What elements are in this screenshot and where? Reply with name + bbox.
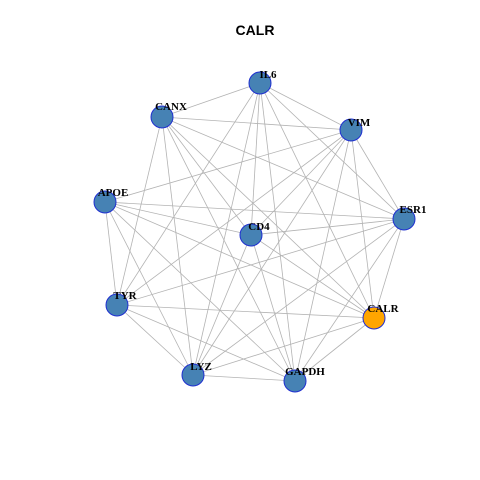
- edge-tyr-lyz: [116, 304, 194, 376]
- edges-layer: [104, 82, 405, 382]
- node-label: VIM: [348, 117, 371, 129]
- edge-il6-esr1: [259, 82, 405, 220]
- node-esr1: ESR1: [392, 204, 427, 231]
- edge-apoe-calr: [104, 201, 375, 319]
- edge-apoe-lyz: [104, 201, 194, 376]
- edge-canx-tyr: [116, 116, 163, 306]
- node-circle: [181, 363, 205, 387]
- node-canx: CANX: [150, 101, 187, 129]
- edge-cd4-gapdh: [250, 234, 296, 382]
- edge-vim-apoe: [104, 129, 352, 203]
- node-circle: [392, 207, 416, 231]
- edge-canx-esr1: [161, 116, 405, 220]
- edge-calr-gapdh: [294, 317, 375, 382]
- edge-vim-calr: [350, 129, 375, 319]
- edge-il6-lyz: [192, 82, 261, 376]
- node-lyz: LYZ: [181, 361, 212, 387]
- edge-apoe-gapdh: [104, 201, 296, 382]
- node-circle: [283, 369, 307, 393]
- edge-calr-lyz: [192, 317, 375, 376]
- edge-canx-gapdh: [161, 116, 296, 382]
- edge-esr1-cd4: [250, 218, 405, 236]
- node-label: GAPDH: [285, 366, 325, 378]
- node-label: CALR: [367, 303, 399, 315]
- edge-canx-vim: [161, 116, 352, 131]
- node-circle: [239, 223, 263, 247]
- node-label: CD4: [248, 221, 270, 233]
- edge-il6-calr: [259, 82, 375, 319]
- node-label: TYR: [113, 290, 137, 302]
- edge-vim-tyr: [116, 129, 352, 306]
- edge-il6-vim: [259, 82, 352, 131]
- node-label: ESR1: [400, 204, 427, 216]
- edge-vim-lyz: [192, 129, 352, 376]
- node-calr: CALR: [362, 303, 400, 330]
- node-cd4: CD4: [239, 221, 270, 247]
- node-vim: VIM: [339, 117, 371, 142]
- edge-apoe-tyr: [104, 201, 118, 306]
- edge-canx-lyz: [161, 116, 194, 376]
- node-apoe: APOE: [93, 187, 129, 214]
- edge-tyr-gapdh: [116, 304, 296, 382]
- edge-canx-cd4: [161, 116, 252, 236]
- edge-cd4-calr: [250, 234, 375, 319]
- graph-title: CALR: [236, 22, 275, 38]
- edge-il6-canx: [161, 82, 261, 118]
- edge-esr1-tyr: [116, 218, 405, 306]
- edge-vim-esr1: [350, 129, 405, 220]
- edge-apoe-cd4: [104, 201, 252, 236]
- edge-tyr-calr: [116, 304, 375, 319]
- edge-esr1-calr: [373, 218, 405, 319]
- edge-apoe-esr1: [104, 201, 405, 220]
- edge-vim-cd4: [250, 129, 352, 236]
- node-circle: [105, 293, 129, 317]
- node-label: CANX: [155, 101, 187, 113]
- node-label: LYZ: [190, 361, 212, 373]
- edge-vim-gapdh: [294, 129, 352, 382]
- node-circle: [248, 71, 272, 95]
- edge-il6-cd4: [250, 82, 261, 236]
- node-circle: [362, 306, 386, 330]
- node-circle: [93, 190, 117, 214]
- node-il6: IL6: [248, 69, 277, 95]
- node-label: APOE: [98, 187, 129, 199]
- node-gapdh: GAPDH: [283, 366, 325, 393]
- edge-cd4-lyz: [192, 234, 252, 376]
- edge-esr1-lyz: [192, 218, 405, 376]
- node-circle: [339, 118, 363, 142]
- node-label: IL6: [259, 69, 277, 81]
- edge-esr1-gapdh: [294, 218, 405, 382]
- edge-il6-tyr: [116, 82, 261, 306]
- edge-lyz-gapdh: [192, 374, 296, 382]
- node-circle: [150, 105, 174, 129]
- node-tyr: TYR: [105, 290, 138, 317]
